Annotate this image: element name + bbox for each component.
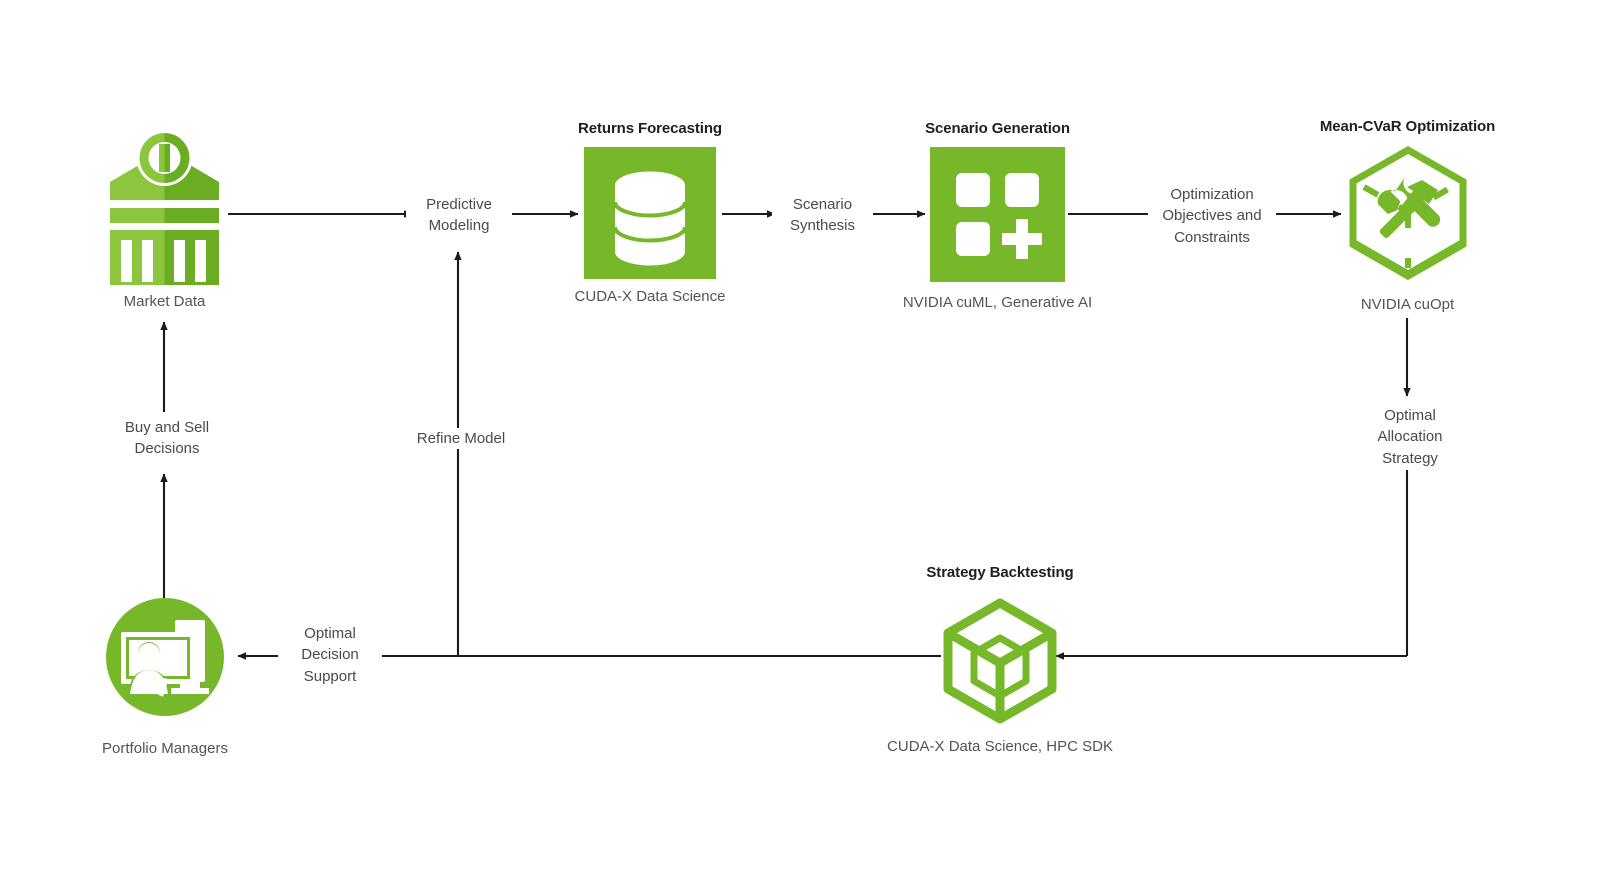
node-title: Scenario Generation bbox=[925, 120, 1070, 137]
node-title: Mean-CVaR Optimization bbox=[1319, 118, 1496, 135]
node-scenario-generation[interactable]: Scenario Generation NVIDIA cuML, Generat… bbox=[890, 120, 1105, 313]
edge-label-predictive-modeling: Predictive Modeling bbox=[406, 194, 512, 237]
node-caption: CUDA-X Data Science, HPC SDK bbox=[887, 738, 1113, 755]
node-strategy-backtesting[interactable]: Strategy Backtesting CUDA-X Data Science… bbox=[870, 564, 1130, 757]
node-caption: Market Data bbox=[123, 293, 206, 310]
edge-label-optimal-decision-support: Optimal Decision Support bbox=[278, 623, 382, 687]
node-market-data[interactable]: Market Data bbox=[92, 130, 237, 312]
node-portfolio-managers[interactable]: Portfolio Managers bbox=[75, 598, 255, 759]
workstation-user-icon bbox=[106, 598, 224, 716]
node-caption: NVIDIA cuML, Generative AI bbox=[902, 294, 1093, 311]
edge-label-optimization-objectives: Optimization Objectives and Constraints bbox=[1148, 184, 1276, 248]
edge-label-buy-and-sell-decisions: Buy and Sell Decisions bbox=[108, 417, 226, 460]
node-caption: NVIDIA cuOpt bbox=[1360, 296, 1455, 313]
node-caption: CUDA-X Data Science bbox=[574, 288, 726, 305]
node-caption: Portfolio Managers bbox=[102, 740, 228, 757]
edge-label-refine-model: Refine Model bbox=[400, 428, 522, 450]
edge-label-optimal-allocation-strategy: Optimal Allocation Strategy bbox=[1352, 405, 1468, 469]
cube-icon bbox=[943, 598, 1057, 724]
bank-icon bbox=[110, 130, 219, 285]
grid-plus-icon bbox=[930, 147, 1065, 282]
node-title: Strategy Backtesting bbox=[926, 564, 1074, 581]
edge-label-scenario-synthesis: Scenario Synthesis bbox=[772, 194, 873, 237]
node-title: Returns Forecasting bbox=[578, 120, 722, 137]
node-mean-cvar-optimization[interactable]: Mean-CVaR Optimization NVIDIA cuOpt bbox=[1300, 118, 1515, 315]
hex-tools-icon bbox=[1349, 146, 1466, 281]
database-icon bbox=[584, 147, 716, 279]
node-returns-forecasting[interactable]: Returns Forecasting CUDA-X Data Science bbox=[545, 120, 755, 307]
